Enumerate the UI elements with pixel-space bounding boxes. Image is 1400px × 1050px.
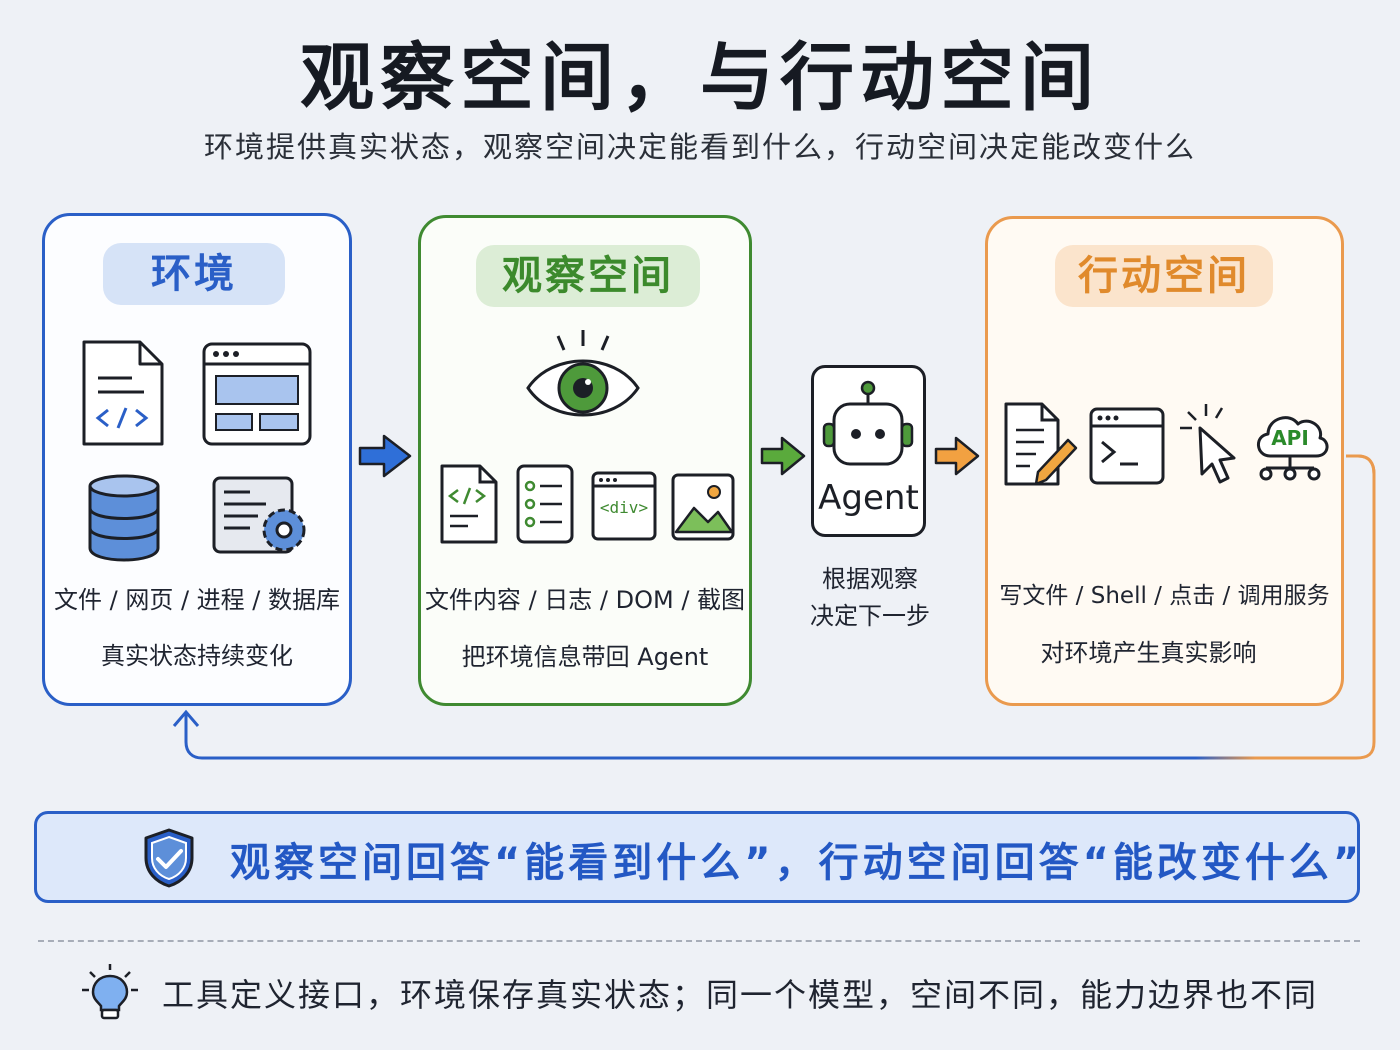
database-icon [88,474,160,562]
dom-tag-label: <div> [599,498,649,517]
action-desc: 对环境产生真实影响 [1040,639,1257,667]
banner-text: 观察空间回答“能看到什么”，行动空间回答“能改变什么” [230,840,1364,886]
write-file-icon [1004,402,1078,486]
terminal-icon [1089,407,1165,485]
eye-icon [526,330,640,417]
dom-window-icon: <div> [590,470,658,542]
summary-banner [34,811,1360,903]
action-heading: 行动空间 [1055,245,1273,307]
observation-desc: 把环境信息带回 Agent [461,643,709,671]
api-label: API [1271,426,1309,450]
page-subtitle: 环境提供真实状态，观察空间决定能看到什么，行动空间决定能改变什么 [203,130,1196,164]
lightbulb-icon [82,964,138,1020]
log-list-icon [516,464,574,544]
code-file-icon [440,464,498,544]
webpage-icon [202,342,312,446]
action-items-label: 写文件 / Shell / 点击 / 调用服务 [999,583,1330,609]
process-settings-icon [212,476,306,554]
observation-heading: 观察空间 [476,245,700,307]
robot-icon [822,380,914,466]
footer-text: 工具定义接口，环境保存真实状态；同一个模型，空间不同，能力边界也不同 [162,976,1319,1014]
agent-label: Agent [818,478,919,518]
observation-items-label: 文件内容 / 日志 / DOM / 截图 [424,586,746,614]
shield-check-icon [144,828,194,888]
dashed-divider [38,940,1360,942]
screenshot-image-icon [671,473,735,541]
arrow-agent-to-action [934,436,980,476]
environment-desc: 真实状态持续变化 [101,642,293,670]
feedback-loop-arrow [172,454,1376,760]
api-cloud-icon: API [1250,398,1330,484]
page-title: 观察空间，与行动空间 [300,35,1100,121]
arrow-env-to-obs [358,434,412,478]
click-cursor-icon [1180,404,1236,484]
arrow-obs-to-agent [760,436,806,476]
agent-desc-line2: 决定下一步 [810,602,930,630]
environment-heading: 环境 [103,243,285,305]
environment-items-label: 文件 / 网页 / 进程 / 数据库 [53,586,341,614]
code-file-icon [82,340,164,446]
agent-desc-line1: 根据观察 [822,565,918,593]
